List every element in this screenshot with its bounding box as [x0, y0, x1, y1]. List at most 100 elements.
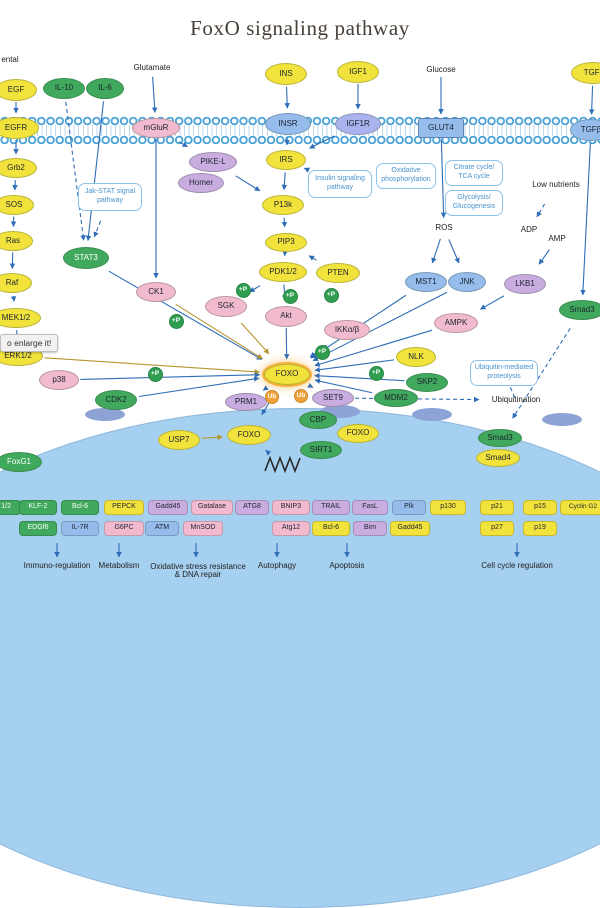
gene-p15: p15	[523, 500, 557, 515]
pathway-box-ubiquitin-proteolysis: Ubiquitin-mediated proteolysis	[470, 360, 538, 386]
gene-klf2: KLF-2	[19, 500, 57, 515]
protein-p38: p38	[39, 370, 79, 390]
protein-ck1: CK1	[136, 282, 176, 302]
protein-skp2: SKP2	[406, 373, 448, 392]
gene-plk: Plk	[392, 500, 426, 515]
gene-p21: p21	[480, 500, 514, 515]
text-glucose: Glucose	[417, 64, 465, 76]
pathway-box-insulin-signaling: Insulin signaling pathway	[308, 170, 372, 198]
gene-atg12: Atg12	[272, 521, 310, 536]
page-title: FoxO signaling pathway	[0, 16, 600, 41]
protein-akt: Akt	[265, 306, 307, 327]
protein-cdk2: CDK2	[95, 390, 137, 410]
function-label-oxidative-stress: Oxidative stress resistance & DNA repair	[138, 560, 258, 582]
protein-irs: IRS	[266, 150, 306, 170]
protein-smad3: Smad3	[559, 300, 600, 320]
ligand-igf1: IGF1	[337, 61, 379, 83]
ligand-ins: INS	[265, 63, 307, 85]
gene-il7r: IL-7R	[61, 521, 99, 536]
protein-ikk-alpha-beta: IKKα/β	[324, 320, 370, 340]
nuclear-membrane-protein	[412, 408, 452, 421]
phospho-badge: +P	[315, 345, 330, 360]
function-label-autophagy: Autophagy	[250, 560, 304, 572]
function-label-immuno-regulation: Immuno-regulation	[15, 560, 99, 572]
pathway-diagram[interactable]: FoxO signaling pathway o enlarge it! ent…	[0, 0, 600, 595]
protein-homer: Homer	[178, 173, 224, 193]
gene-atm: ATM	[145, 521, 179, 536]
nuclear-membrane-protein	[542, 413, 582, 426]
phospho-badge: +P	[324, 288, 339, 303]
ligand-il10: IL-10	[43, 78, 85, 99]
protein-usp7: USP7	[158, 430, 200, 450]
gene-cutoff-12: 1/2	[0, 500, 21, 515]
pathway-box-jak-stat: Jak-STAT signal pathway	[78, 183, 142, 211]
transporter-glut4: GLUT4	[418, 118, 464, 138]
text-glutamate: Glutamate	[124, 62, 180, 74]
protein-jnk: JNK	[448, 272, 486, 292]
gene-gadd45: Gadd45	[148, 500, 188, 515]
protein-lkb1: LKB1	[504, 274, 546, 294]
protein-stat3: STAT3	[63, 247, 109, 269]
protein-sirt1: SIRT1	[300, 441, 342, 459]
protein-grb2: Grb2	[0, 158, 37, 178]
dna-icon	[264, 454, 304, 476]
text-ros: ROS	[429, 222, 459, 234]
protein-pdk12: PDK1/2	[259, 262, 307, 282]
text-adp: ADP	[516, 225, 542, 236]
gene-mnsod: MnSOD	[183, 521, 223, 536]
receptor-insr: INSR	[265, 113, 311, 135]
protein-cbp: CBP	[299, 411, 337, 429]
receptor-igf1r: IGF1R	[335, 113, 381, 135]
gene-bim: Bim	[353, 521, 387, 536]
protein-pten: PTEN	[316, 263, 360, 283]
protein-mst1: MST1	[405, 272, 447, 292]
protein-smad4-nuclear: Smad4	[476, 449, 520, 467]
protein-sos: SOS	[0, 195, 34, 215]
protein-foxo-nuclear: FOXO	[227, 425, 271, 445]
pathway-box-citrate-cycle: Citrate cycle/ TCA cycle	[445, 160, 503, 186]
protein-nlk: NLK	[396, 347, 436, 367]
gene-catalase: Gatalase	[191, 500, 233, 515]
protein-foxo-nuclear: FOXO	[337, 424, 379, 443]
phospho-badge: +P	[236, 283, 251, 298]
gene-trail: TRAIL	[312, 500, 350, 515]
protein-raf: Raf	[0, 273, 32, 293]
protein-ampk: AMPK	[434, 313, 478, 333]
nucleus	[0, 408, 600, 908]
ubiquitin-badge: Ub	[294, 389, 308, 403]
gene-p27: p27	[480, 521, 514, 536]
protein-set9: SET9	[312, 389, 354, 407]
gene-g6pc: G6PC	[104, 521, 144, 536]
protein-pip3: PIP3	[265, 233, 307, 252]
gene-p130: p130	[430, 500, 466, 515]
ligand-il6: IL-6	[86, 78, 124, 99]
gene-bcl6: Bcl-6	[61, 500, 99, 515]
gene-fasl: FasL	[352, 500, 388, 515]
protein-prm1: PRM1	[225, 393, 267, 411]
ligand-egf: EGF	[0, 79, 37, 101]
gene-gadd45-2: Gadd45	[390, 521, 430, 536]
function-label-apoptosis: Apoptosis	[320, 560, 374, 572]
phospho-badge: +P	[148, 367, 163, 382]
protein-mdm2: MDM2	[374, 389, 418, 407]
nuclear-membrane-protein	[85, 408, 125, 421]
receptor-mglur: mGluR	[132, 118, 180, 138]
text-ubiquitination: Ubiquitination	[483, 394, 549, 406]
protein-ras: Ras	[0, 231, 33, 251]
gene-bcl6-2: Bcl-6	[312, 521, 350, 536]
text-low-nutrients: Low nutrients	[525, 179, 587, 191]
protein-mek12: MEK1/2	[0, 308, 41, 328]
gene-pepck: PEPCK	[104, 500, 144, 515]
protein-foxo-cytoplasm: FOXO	[264, 364, 310, 385]
ubiquitin-badge: Ub	[265, 390, 279, 404]
protein-sgk: SGK	[205, 296, 247, 317]
phospho-badge: +P	[169, 314, 184, 329]
text-environmental-cutoff: ental	[0, 54, 25, 66]
phospho-badge: +P	[369, 366, 384, 381]
enlarge-tooltip: o enlarge it!	[0, 334, 58, 352]
protein-smad3-nuclear: Smad3	[478, 429, 522, 447]
text-amp: AMP	[544, 234, 570, 245]
protein-pike-l: PIKE-L	[189, 152, 237, 172]
gene-bnip3: BNIP3	[272, 500, 310, 515]
gene-p19: p19	[523, 521, 557, 536]
